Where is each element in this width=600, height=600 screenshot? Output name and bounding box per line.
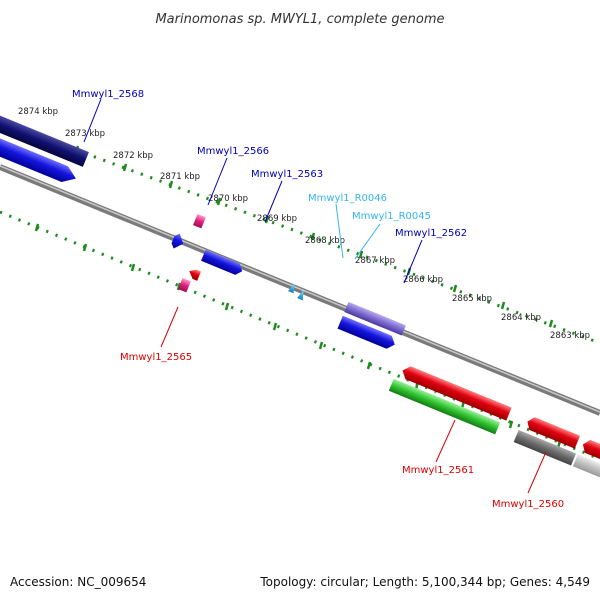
pink-feature-lower[interactable] [178, 277, 191, 293]
scale-label: 2868 kbp [305, 236, 345, 246]
map-title: Marinomonas sp. MWYL1, complete genome [155, 12, 444, 27]
gene-2561-green-feature[interactable] [388, 378, 501, 435]
scale-label: 2864 kbp [501, 313, 541, 323]
genome-summary-text: Topology: circular; Length: 5,100,344 bp… [259, 575, 590, 589]
gene-2561-red-arrow[interactable] [400, 364, 512, 421]
outer-scale-track [0, 120, 600, 345]
accession-text: Accession: NC_009654 [10, 575, 146, 589]
gene-2563-blue-arrow[interactable] [201, 249, 244, 277]
gene-2565-red-arrow[interactable] [187, 267, 201, 281]
scale-label: 2866 kbp [403, 275, 443, 285]
gene-label-r0045[interactable]: Mmwyl1_R0045 [352, 211, 431, 222]
inner-scale-track [0, 210, 600, 461]
forward-strand-features [0, 91, 406, 351]
scale-label: 2872 kbp [113, 151, 153, 161]
scale-label: 2869 kbp [257, 214, 297, 224]
pink-feature-upper[interactable] [193, 213, 206, 229]
gene-2560-grey-feature[interactable] [513, 429, 577, 466]
gene-2568-blue-feature[interactable] [0, 110, 79, 187]
genome-backbone-highlight [0, 165, 600, 413]
scale-label: 2867 kbp [355, 256, 395, 266]
gene-label-2565[interactable]: Mmwyl1_2565 [120, 352, 192, 363]
scale-label: 2865 kbp [452, 294, 492, 304]
gene-2566-blue-arrow[interactable] [170, 232, 186, 251]
gene-labels: Mmwyl1_2568 Mmwyl1_2566 Mmwyl1_2563 Mmwy… [72, 89, 564, 510]
gene-label-2563[interactable]: Mmwyl1_2563 [251, 169, 323, 180]
gene-label-2560[interactable]: Mmwyl1_2560 [492, 499, 564, 510]
gene-2560-red-arrow-2[interactable] [580, 438, 600, 464]
gene-2568-navy-feature[interactable] [0, 91, 89, 167]
inner-major-ticks [34, 223, 562, 449]
scale-label: 2870 kbp [208, 194, 248, 204]
gene-2562-purple-feature[interactable] [344, 301, 406, 336]
genome-backbone [0, 164, 600, 416]
gene-2562-blue-arrow[interactable] [337, 315, 398, 351]
scale-label: 2873 kbp [65, 129, 105, 139]
gene-label-2566[interactable]: Mmwyl1_2566 [197, 146, 269, 157]
gene-2560-silver-feature[interactable] [572, 454, 600, 482]
gene-2560-red-arrow[interactable] [525, 415, 581, 449]
gene-label-2561[interactable]: Mmwyl1_2561 [402, 465, 474, 476]
gene-label-r0046[interactable]: Mmwyl1_R0046 [308, 193, 387, 204]
scale-label: 2863 kbp [550, 331, 590, 341]
scale-labels: 2874 kbp 2873 kbp 2872 kbp 2871 kbp 2870… [18, 107, 590, 341]
scale-label: 2871 kbp [160, 172, 200, 182]
rna-r0046-cyan-marker[interactable] [288, 282, 297, 294]
rna-r0045-cyan-marker[interactable] [297, 289, 306, 301]
leader-lines [83, 98, 547, 494]
scale-label: 2874 kbp [18, 107, 58, 117]
gene-label-2568[interactable]: Mmwyl1_2568 [72, 89, 144, 100]
gene-label-2562[interactable]: Mmwyl1_2562 [395, 228, 467, 239]
reverse-strand-features [187, 267, 600, 482]
